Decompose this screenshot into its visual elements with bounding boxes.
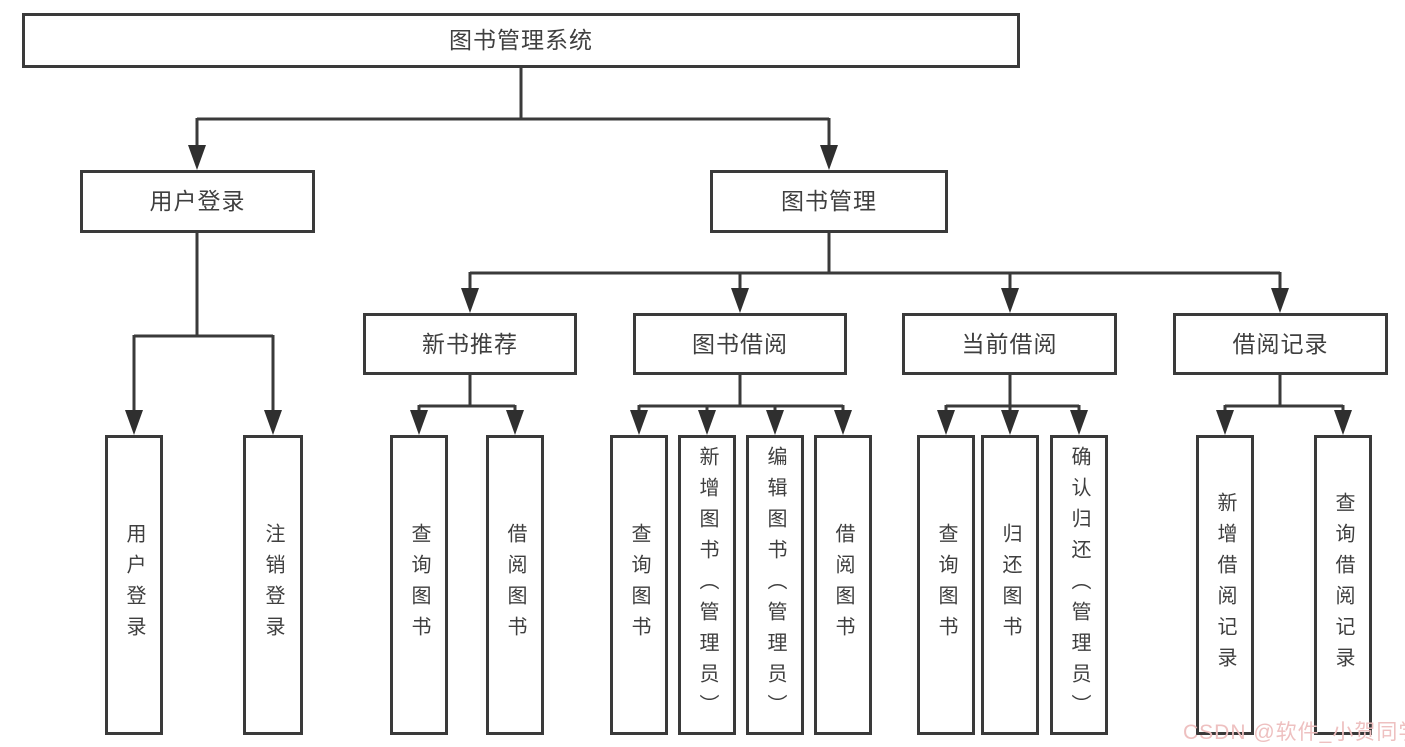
arrowhead-user-login <box>188 145 206 170</box>
arrowhead-confirm-return-admin <box>1070 410 1088 435</box>
arrowhead-book-borrow <box>731 288 749 313</box>
node-book-management-system: 图书管理系统 <box>22 13 1020 68</box>
node-query-book-3: 查询图书 <box>917 435 975 735</box>
csdn-watermark: CSDN @软件_小贺同学 <box>1183 721 1405 744</box>
node-borrow-book-1: 借阅图书 <box>486 435 544 735</box>
node-query-book-2: 查询图书 <box>610 435 668 735</box>
node-book-manage: 图书管理 <box>710 170 948 233</box>
node-label: 查询借阅记录 <box>1332 492 1354 678</box>
node-new-book-recommend: 新书推荐 <box>363 313 577 375</box>
node-label: 当前借阅 <box>961 330 1058 357</box>
node-query-book-1: 查询图书 <box>390 435 448 735</box>
arrowhead-borrow-book-1 <box>506 410 524 435</box>
node-label: 编辑图书（管理员） <box>764 445 786 725</box>
node-label: 新增借阅记录 <box>1214 492 1236 678</box>
node-borrow-book-2: 借阅图书 <box>814 435 872 735</box>
arrowhead-add-book-admin <box>698 410 716 435</box>
arrowhead-borrow-record <box>1271 288 1289 313</box>
node-label: 借阅图书 <box>832 523 854 647</box>
connector-new-book-recommend <box>417 375 517 412</box>
arrowhead-borrow-book-2 <box>834 410 852 435</box>
node-query-borrow-record: 查询借阅记录 <box>1314 435 1372 735</box>
node-current-borrow: 当前借阅 <box>902 313 1117 375</box>
connector-book-borrow-leaves <box>637 375 845 412</box>
arrowhead-query-book-1 <box>410 410 428 435</box>
node-user-login-leaf: 用户登录 <box>105 435 163 735</box>
node-user-login: 用户登录 <box>80 170 315 233</box>
node-label: 借阅图书 <box>504 523 526 647</box>
connector-user-login <box>132 233 275 412</box>
node-add-book-admin: 新增图书（管理员） <box>678 435 736 735</box>
arrowhead-return-book <box>1001 410 1019 435</box>
node-label: 图书管理系统 <box>449 27 593 53</box>
connector-borrow-record <box>1223 375 1345 412</box>
arrowhead-new-book-recommend <box>461 288 479 313</box>
node-label: 用户登录 <box>149 188 246 214</box>
node-label: 图书管理 <box>781 188 877 214</box>
arrowhead-query-book-3 <box>937 410 955 435</box>
arrowhead-query-book-2 <box>630 410 648 435</box>
arrowhead-book-manage <box>820 145 838 170</box>
node-label: 查询图书 <box>935 523 957 647</box>
node-book-borrow: 图书借阅 <box>633 313 847 375</box>
node-logout: 注销登录 <box>243 435 303 735</box>
node-label: 新增图书（管理员） <box>696 445 718 725</box>
node-label: 图书借阅 <box>692 330 788 357</box>
arrowhead-logout <box>264 410 282 435</box>
arrowhead-user-login-leaf <box>125 410 143 435</box>
node-label: 归还图书 <box>999 523 1021 647</box>
node-borrow-record: 借阅记录 <box>1173 313 1388 375</box>
node-label: 确认归还（管理员） <box>1068 445 1090 725</box>
connector-book-manage <box>468 233 1282 290</box>
arrowhead-query-borrow-record <box>1334 410 1352 435</box>
arrowhead-edit-book-admin <box>766 410 784 435</box>
node-add-borrow-record: 新增借阅记录 <box>1196 435 1254 735</box>
connector-root-stem <box>195 68 831 147</box>
arrowhead-current-borrow <box>1001 288 1019 313</box>
node-label: 注销登录 <box>262 523 284 647</box>
node-confirm-return-admin: 确认归还（管理员） <box>1050 435 1108 735</box>
node-label: 用户登录 <box>123 523 145 647</box>
node-return-book: 归还图书 <box>981 435 1039 735</box>
node-label: 查询图书 <box>408 523 430 647</box>
node-edit-book-admin: 编辑图书（管理员） <box>746 435 804 735</box>
node-label: 借阅记录 <box>1232 330 1329 357</box>
connector-current-borrow <box>944 375 1081 412</box>
node-label: 查询图书 <box>628 523 650 647</box>
node-label: 新书推荐 <box>422 330 518 357</box>
arrowhead-add-borrow-record <box>1216 410 1234 435</box>
